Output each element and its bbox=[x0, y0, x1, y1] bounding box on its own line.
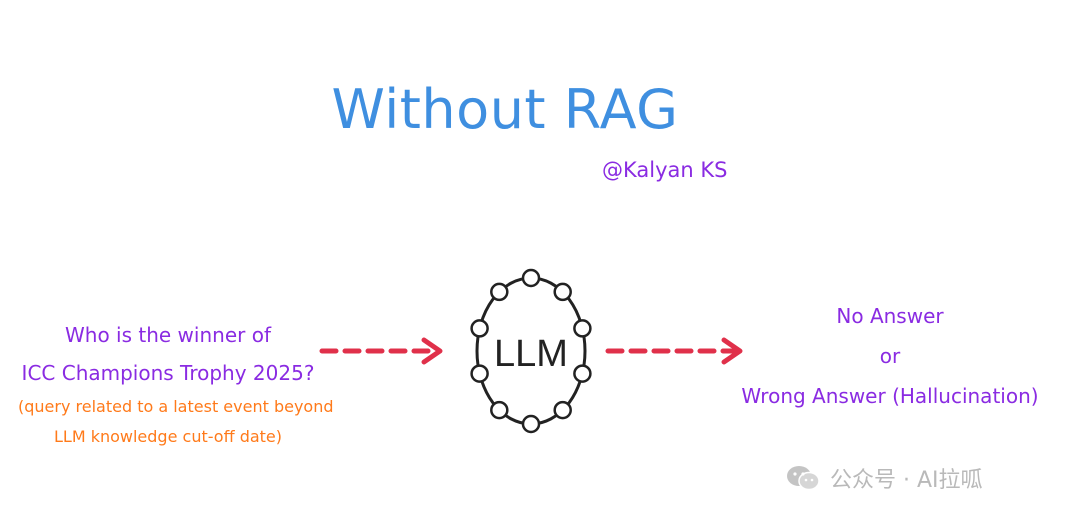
query-note-line-1: (query related to a latest event beyond bbox=[18, 397, 334, 416]
answer-line-2: or bbox=[879, 344, 901, 368]
llm-ring-node bbox=[470, 364, 489, 383]
query-note-line-2: LLM knowledge cut-off date) bbox=[53, 427, 283, 446]
llm-ring-node bbox=[553, 400, 572, 420]
watermark-text: 公众号 · AI拉呱 bbox=[830, 468, 983, 493]
answer-line-3: Wrong Answer (Hallucination) bbox=[741, 384, 1039, 408]
llm-ring bbox=[470, 268, 592, 434]
llm-ring-node bbox=[490, 400, 509, 420]
llm-ring-node bbox=[521, 414, 541, 434]
answer-line-1: No Answer bbox=[836, 304, 944, 328]
llm-ring-node bbox=[553, 282, 572, 302]
llm-ring-node bbox=[470, 319, 489, 338]
query-line-1: Who is the winner of bbox=[65, 323, 271, 347]
query-block: Who is the winner of ICC Champions Troph… bbox=[18, 316, 334, 452]
wechat-icon bbox=[787, 466, 820, 491]
llm-ring-node bbox=[490, 282, 509, 302]
query-to-llm-arrow bbox=[319, 337, 443, 365]
llm-node: LLM bbox=[470, 268, 592, 434]
watermark: 公众号 · AI拉呱 bbox=[786, 462, 983, 494]
llm-ring-node bbox=[573, 319, 592, 338]
llm-label: LLM bbox=[494, 333, 568, 375]
diagram-title: Without RAG bbox=[331, 78, 679, 141]
llm-ring-node bbox=[521, 268, 541, 288]
llm-to-answer-arrow bbox=[605, 337, 743, 365]
llm-ring-node bbox=[573, 364, 592, 383]
author-credit: @Kalyan KS bbox=[602, 158, 728, 182]
query-line-2: ICC Champions Trophy 2025? bbox=[21, 361, 315, 385]
answer-block: No Answer or Wrong Answer (Hallucination… bbox=[740, 296, 1040, 416]
